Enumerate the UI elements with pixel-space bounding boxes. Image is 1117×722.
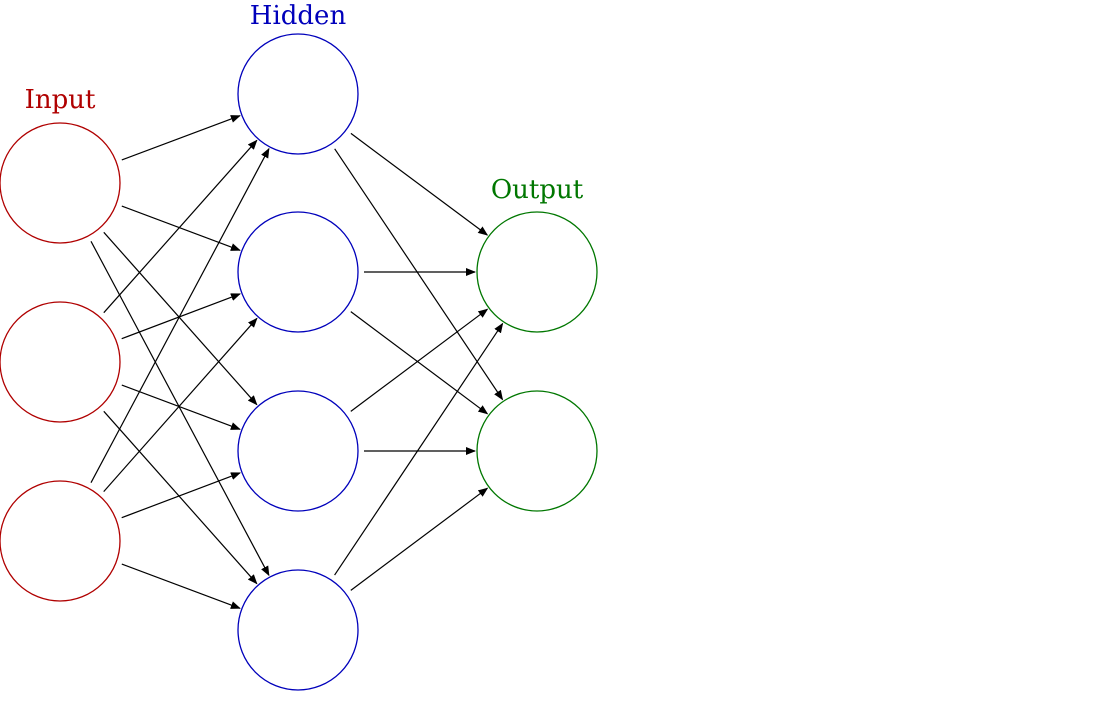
edge-input2-hidden3 <box>121 384 241 430</box>
edge-input1-hidden4 <box>90 241 270 577</box>
input-node-1 <box>0 122 121 244</box>
edge-input3-hidden3 <box>121 472 241 519</box>
hidden-node-3 <box>237 390 359 512</box>
edge-hidden3-output1 <box>350 308 489 412</box>
edge-input2-hidden4 <box>103 410 258 585</box>
output-node-2 <box>476 390 598 512</box>
input-node-2 <box>0 301 121 423</box>
edge-hidden1-output1 <box>350 132 489 236</box>
hidden-node-2 <box>237 211 359 333</box>
edge-input3-hidden1 <box>90 147 270 483</box>
output-layer-label: Output <box>491 175 584 205</box>
edge-hidden1-output2 <box>334 148 504 401</box>
hidden-node-1 <box>237 33 359 155</box>
input-layer-label: Input <box>25 85 96 115</box>
edge-hidden2-output2 <box>350 311 489 415</box>
edge-hidden4-output1 <box>334 322 504 576</box>
output-node-1 <box>476 211 598 333</box>
edge-input2-hidden1 <box>103 139 258 314</box>
input-node-3 <box>0 480 121 602</box>
edge-input3-hidden2 <box>103 317 258 492</box>
hidden-layer-label: Hidden <box>250 1 347 31</box>
edge-input1-hidden3 <box>103 231 258 406</box>
edge-input3-hidden4 <box>121 563 241 609</box>
edge-hidden4-output2 <box>350 487 489 591</box>
connections <box>90 115 504 609</box>
nodes <box>0 33 598 691</box>
edge-input1-hidden2 <box>121 205 241 251</box>
edge-input2-hidden2 <box>121 293 241 340</box>
hidden-node-4 <box>237 569 359 691</box>
edge-input1-hidden1 <box>121 115 241 161</box>
